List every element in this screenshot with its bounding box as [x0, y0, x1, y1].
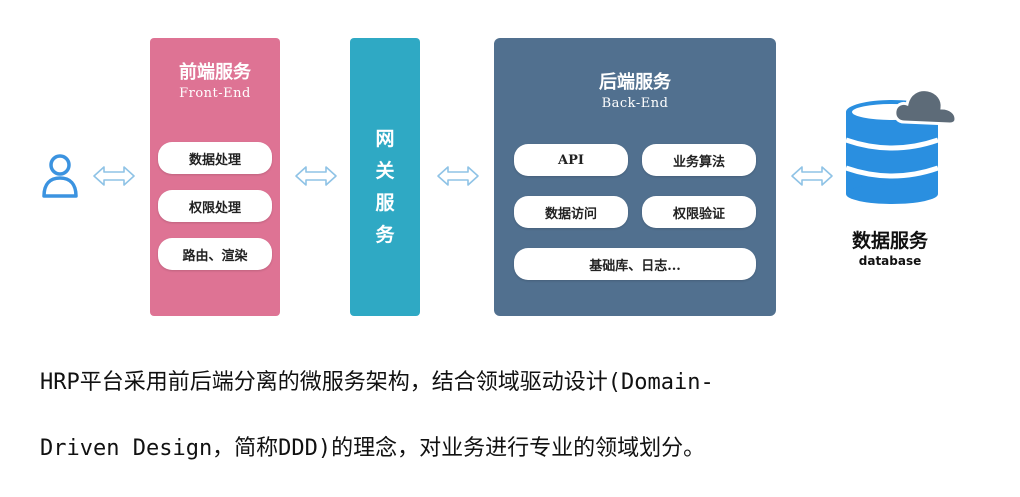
description-line: HRP平台采用前后端分离的微服务架构，结合领域驱动设计(Domain-	[40, 370, 714, 395]
frontend-panel: 前端服务 Front-End 数据处理 权限处理 路由、渲染	[150, 38, 280, 316]
user-icon	[42, 154, 78, 198]
backend-item: 业务算法	[642, 144, 756, 176]
database-subtitle: database	[858, 254, 922, 268]
bidirectional-arrow-icon	[93, 166, 135, 186]
gateway-label-char: 务	[375, 224, 395, 246]
gateway-panel: 网 关 服 务	[350, 38, 420, 316]
gateway-label-char: 服	[375, 192, 395, 214]
frontend-subtitle: Front-End	[179, 86, 251, 101]
frontend-item: 路由、渲染	[158, 238, 272, 270]
bidirectional-arrow-icon	[295, 166, 337, 186]
database-title: 数据服务	[851, 230, 928, 252]
gateway-label-char: 关	[375, 160, 395, 182]
gateway-label-char: 网	[375, 128, 395, 150]
backend-item: 权限验证	[642, 196, 756, 228]
backend-item: 基础库、日志...	[514, 248, 756, 280]
description-line: Driven Design，简称DDD)的理念，对业务进行专业的领域划分。	[40, 436, 706, 461]
backend-item: API	[514, 144, 628, 176]
backend-panel: 后端服务 Back-End API 业务算法 数据访问 权限验证 基础库、日志.…	[494, 38, 776, 316]
bidirectional-arrow-icon	[791, 166, 833, 186]
database-cloud-icon	[845, 88, 958, 204]
frontend-item: 权限处理	[158, 190, 272, 222]
backend-item: 数据访问	[514, 196, 628, 228]
backend-subtitle: Back-End	[601, 96, 669, 111]
frontend-item: 数据处理	[158, 142, 272, 174]
backend-title: 后端服务	[599, 72, 671, 93]
bidirectional-arrow-icon	[437, 166, 479, 186]
frontend-title: 前端服务	[179, 62, 251, 83]
